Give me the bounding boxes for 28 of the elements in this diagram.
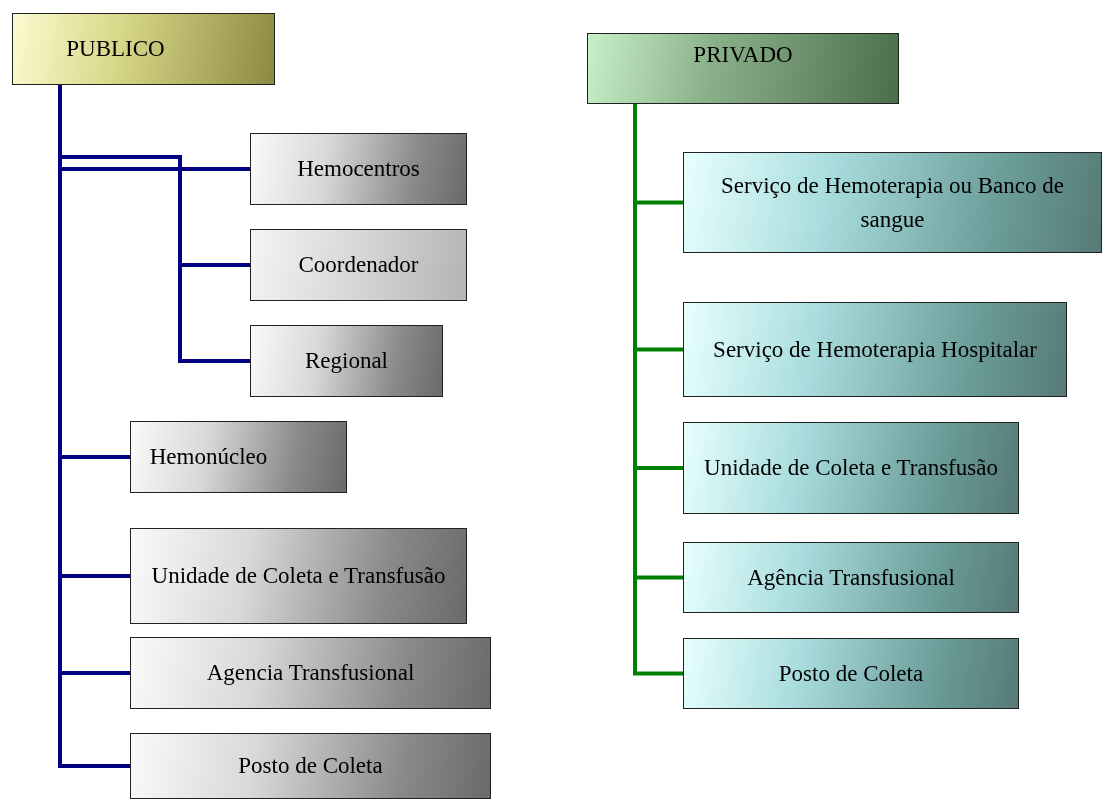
unit-box (130, 637, 491, 709)
box-label: Regional (304, 347, 388, 376)
box-label: Unidade de Coleta e Transfusão (704, 454, 998, 483)
unit-box (683, 542, 1019, 613)
unit-box (250, 229, 467, 301)
unit-box (130, 733, 491, 799)
unit-box (130, 421, 347, 493)
box-label: PUBLICO (66, 35, 165, 64)
unit-box (250, 325, 443, 397)
category-box (12, 13, 275, 85)
box-label: PRIVADO (693, 40, 793, 69)
box-label: Posto de Coleta (778, 659, 924, 688)
unit-box (683, 638, 1019, 709)
unit-box (683, 422, 1019, 514)
unit-box (130, 528, 467, 624)
unit-box (683, 302, 1067, 397)
box-label: Agencia Transfusional (206, 659, 415, 688)
box-label: Unidade de Coleta e Transfusão (151, 562, 446, 591)
box-label: Hemonúcleo (149, 443, 268, 472)
box-label: Posto de Coleta (238, 752, 383, 781)
box-label: Agência Transfusional (747, 563, 955, 592)
box-label: Hemocentros (297, 155, 420, 184)
box-label: Serviço de Hemoterapia ou Banco de sangue (720, 172, 1065, 234)
unit-box (683, 152, 1102, 253)
box-label: Serviço de Hemoterapia Hospitalar (713, 335, 1037, 364)
category-box (587, 33, 899, 104)
box-label: Coordenador (298, 251, 419, 280)
unit-box (250, 133, 467, 205)
